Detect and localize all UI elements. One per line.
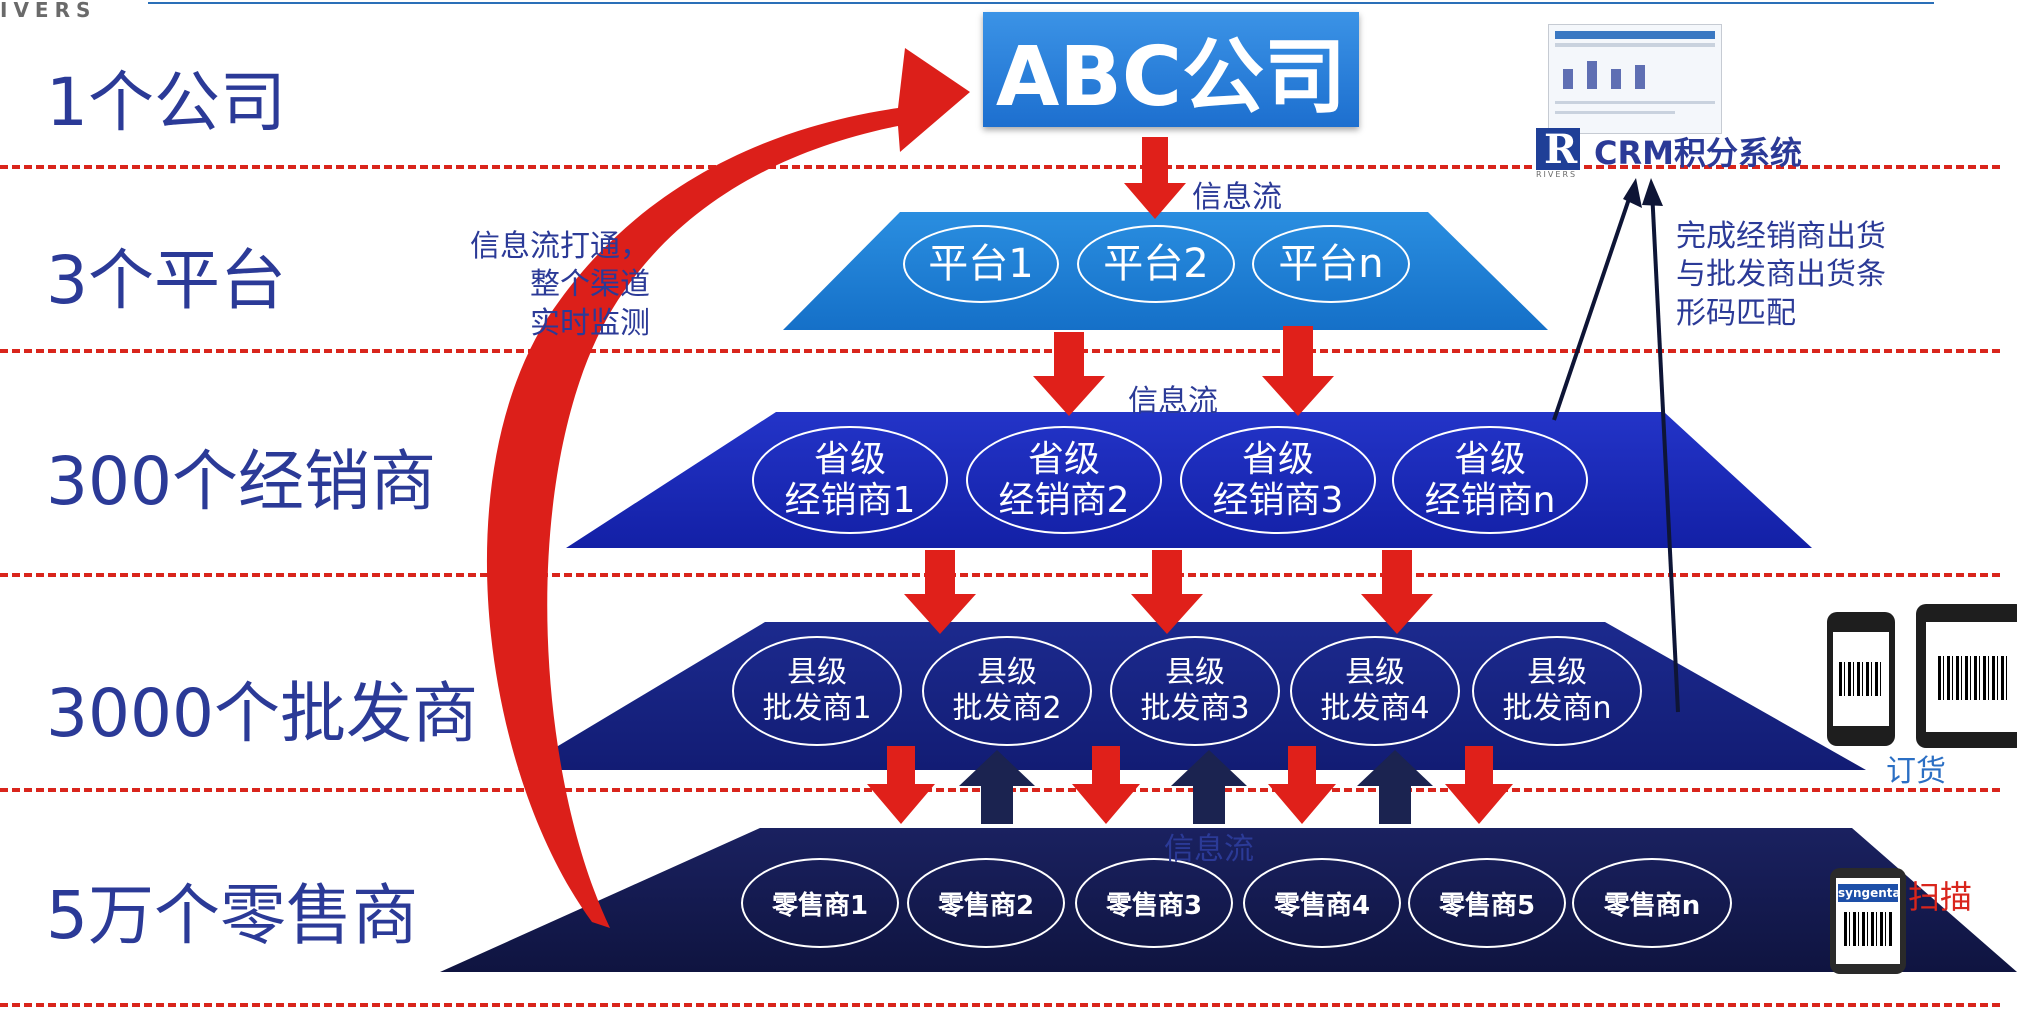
barcode-match-note: 完成经销商出货 与批发商出货条 形码匹配 [1676, 219, 1886, 331]
level-label-platform: 3个平台 [46, 242, 286, 319]
provincial-node-3: 省级 经销商3 [1180, 426, 1376, 534]
county-node-n: 县级 批发商n [1472, 636, 1642, 746]
platform-node-n: 平台n [1252, 225, 1410, 303]
provincial-node-2: 省级 经销商2 [966, 426, 1162, 534]
rivers-logo: R RIVERS [1536, 126, 1580, 179]
info-flow-note: 信息流打通， 整个渠道 实时监测 [470, 229, 650, 341]
separator-3 [0, 573, 2000, 577]
county-node-1: 县级 批发商1 [732, 636, 902, 746]
level-label-distributor: 300个经销商 [46, 443, 436, 520]
scan-label: 扫描 [1908, 878, 1973, 916]
crm-label: CRM积分系统 [1594, 134, 1802, 172]
phone-brand-label: syngenta [1838, 884, 1901, 902]
info-flow-label-2: 信息流 [1128, 384, 1218, 419]
phone-device [1827, 612, 1895, 746]
logo-word: RIVERS [1536, 170, 1578, 179]
tablet-device [1916, 604, 2017, 748]
retailer-node-3: 零售商3 [1075, 858, 1233, 948]
retailer-node-4: 零售商4 [1243, 858, 1401, 948]
platform-node-1: 平台1 [903, 225, 1059, 303]
separator-2 [0, 349, 2000, 353]
feedback-curve-arrow [486, 48, 970, 928]
level-label-company: 1个公司 [46, 64, 286, 141]
retailer-node-n: 零售商n [1572, 858, 1732, 948]
info-flow-label-1: 信息流 [1192, 180, 1282, 215]
platform-node-2: 平台2 [1077, 225, 1235, 303]
level-label-wholesaler: 3000个批发商 [46, 675, 478, 752]
up-arrows [959, 750, 1433, 824]
provincial-node-1: 省级 经销商1 [752, 426, 948, 534]
crm-screenshot [1548, 24, 1722, 134]
separator-1 [0, 165, 2000, 169]
scanner-phone: syngenta [1830, 868, 1906, 974]
header-rule [148, 2, 1934, 4]
county-node-3: 县级 批发商3 [1110, 636, 1280, 746]
logo-letter: R [1544, 126, 1578, 173]
level-label-retailer: 5万个零售商 [46, 877, 418, 954]
brand-text: IVERS [0, 0, 97, 22]
crm-arrows [1552, 189, 1680, 713]
separator-5 [0, 1003, 2000, 1007]
provincial-node-n: 省级 经销商n [1392, 426, 1588, 534]
retailer-node-1: 零售商1 [741, 858, 899, 948]
county-node-2: 县级 批发商2 [922, 636, 1092, 746]
company-box: ABC公司 [983, 12, 1359, 127]
retailer-node-5: 零售商5 [1408, 858, 1566, 948]
county-node-4: 县级 批发商4 [1290, 636, 1460, 746]
retailer-node-2: 零售商2 [907, 858, 1065, 948]
down-arrows [867, 137, 1513, 824]
order-label: 订货 [1886, 754, 1946, 789]
info-flow-label-3: 信息流 [1164, 832, 1254, 867]
